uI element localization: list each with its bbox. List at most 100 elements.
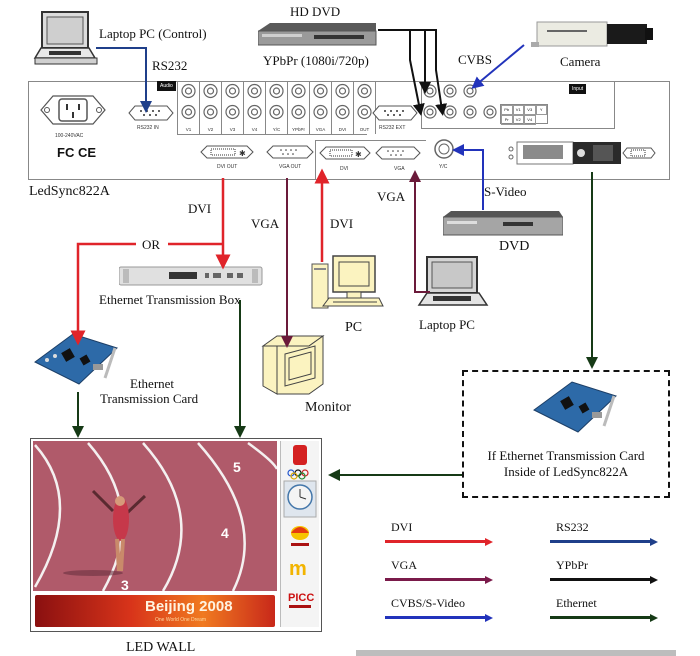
banner-subtitle: One World One Dream [155, 617, 207, 623]
audio-port-column: V1 [178, 82, 200, 134]
rca-jack-icon [357, 83, 372, 120]
legend-arrowhead [485, 613, 493, 622]
audio-port-label: V2 [207, 127, 214, 132]
sponsor-logos: m PICC [283, 445, 317, 608]
pc-label: PC [345, 320, 363, 335]
laptop-control-label: Laptop PC (Control) [99, 26, 207, 41]
hd-dvd-player-icon [257, 21, 378, 47]
led-wall-display: 5 4 3 Beijing 2008 One World One Dream m… [30, 438, 322, 632]
rca-jack-icon [335, 83, 350, 120]
input-grid-cell: V1 [512, 105, 524, 115]
cvbs-label: CVBS [458, 52, 492, 67]
rs232-in-label: RS232 IN [137, 125, 159, 131]
ypbpr-wire-2 [378, 29, 431, 94]
camera-label: Camera [560, 54, 601, 69]
vga-laptop-cable-label: VGA [377, 189, 406, 204]
audio-port-label: V1 [185, 127, 192, 132]
yc-label: Y/C [439, 164, 448, 170]
dvi-out-port: ✱ [199, 144, 255, 160]
internal-card-label-line1: If Ethernet Transmission Card [487, 448, 645, 463]
dvi-out-label: DVI OUT [217, 164, 238, 170]
rs232-ext-port [371, 104, 419, 122]
input-grid-cell: V4 [524, 115, 536, 125]
audio-port-label: OUT [359, 127, 370, 132]
audio-port-column: V2 [200, 82, 222, 134]
card-bay [507, 140, 657, 166]
svg-text:✱: ✱ [239, 149, 246, 158]
legend-arrowhead [650, 613, 658, 622]
rca-jack-icon [291, 83, 306, 120]
power-socket-icon [37, 92, 109, 128]
legend-arrowhead [650, 575, 658, 584]
vga-in-label: VGA [394, 166, 405, 172]
rs232-in-port [127, 104, 175, 122]
beijing-2008-banner: Beijing 2008 One World One Dream [35, 595, 275, 627]
audio-port-label: V4 [251, 127, 258, 132]
audio-port-label: YPbPr [291, 127, 305, 132]
running-track-illustration [33, 441, 277, 591]
legend-line [550, 616, 650, 619]
sponsor-column: m PICC [280, 441, 319, 627]
audio-port-column: V4 [244, 82, 266, 134]
scrollbar-track[interactable] [356, 650, 676, 656]
power-voltage-label: 100-240VAC [55, 133, 84, 139]
svg-text:m: m [289, 558, 307, 580]
lane-number: 4 [221, 525, 229, 541]
legend-line [385, 616, 485, 619]
laptop-pc-label: Laptop PC [419, 317, 475, 332]
dvi-in-label: DVI [340, 166, 349, 172]
legend-label: RS232 [556, 520, 589, 534]
legend-label: CVBS/S-Video [391, 596, 465, 610]
svg-text:✱: ✱ [355, 150, 362, 159]
legend-line [385, 578, 485, 581]
svg-text:PICC: PICC [288, 592, 314, 604]
rs232-label: RS232 [152, 58, 188, 73]
ethernet-card-icon [33, 332, 119, 388]
audio-port-label: DVI [338, 127, 347, 132]
legend-label: YPbPr [556, 558, 589, 572]
input-grid-cell: Pb [501, 105, 513, 115]
input-grid-cell: Y [535, 105, 547, 115]
certification-marks: FC CE [57, 145, 96, 160]
svideo-cable-label: S-Video [484, 184, 527, 199]
ethernet-transmission-box-icon [118, 265, 264, 287]
legend-line [385, 540, 485, 543]
audio-port-column: Y/C [266, 82, 288, 134]
track-image: 5 4 3 [33, 441, 277, 591]
led-wall-label: LED WALL [126, 640, 196, 655]
rca-jack-icon [247, 83, 262, 120]
audio-port-column: YPbPr [288, 82, 310, 134]
legend-arrowhead [650, 537, 658, 546]
ethernet-transmission-box-label: Ethernet Transmission Box [99, 292, 241, 307]
pc-icon [311, 254, 391, 312]
audio-tag: Audio [157, 81, 176, 91]
rca-jack-icon [269, 83, 284, 120]
hd-dvd-label: HD DVD [290, 4, 341, 19]
dvd-player-icon [442, 209, 564, 237]
audio-port-label: V3 [229, 127, 236, 132]
audio-port-column: V3 [222, 82, 244, 134]
legend-line [550, 578, 650, 581]
legend-arrowhead [485, 537, 493, 546]
yc-port [433, 138, 455, 160]
lane-number: 5 [233, 459, 241, 475]
legend-label: VGA [391, 558, 417, 572]
dvi-pc-cable-label: DVI [330, 216, 354, 231]
dvi-or-wire [78, 242, 223, 338]
rca-jack-icon [203, 83, 218, 120]
input-grid-cell: Pr [501, 115, 513, 125]
monitor-label: Monitor [305, 400, 351, 415]
audio-port-label: Y/C [272, 127, 281, 132]
banner-title: Beijing 2008 [145, 598, 233, 615]
dvd-label: DVD [499, 239, 530, 254]
audio-port-column: OUT [354, 82, 376, 134]
vga-out-port [265, 144, 315, 160]
vga-monitor-cable-label: VGA [251, 216, 280, 231]
dvi-vga-input-block: ✱ DVI VGA [315, 140, 426, 179]
vga-out-label: VGA OUT [279, 164, 302, 170]
rca-jack-icon [313, 83, 328, 120]
